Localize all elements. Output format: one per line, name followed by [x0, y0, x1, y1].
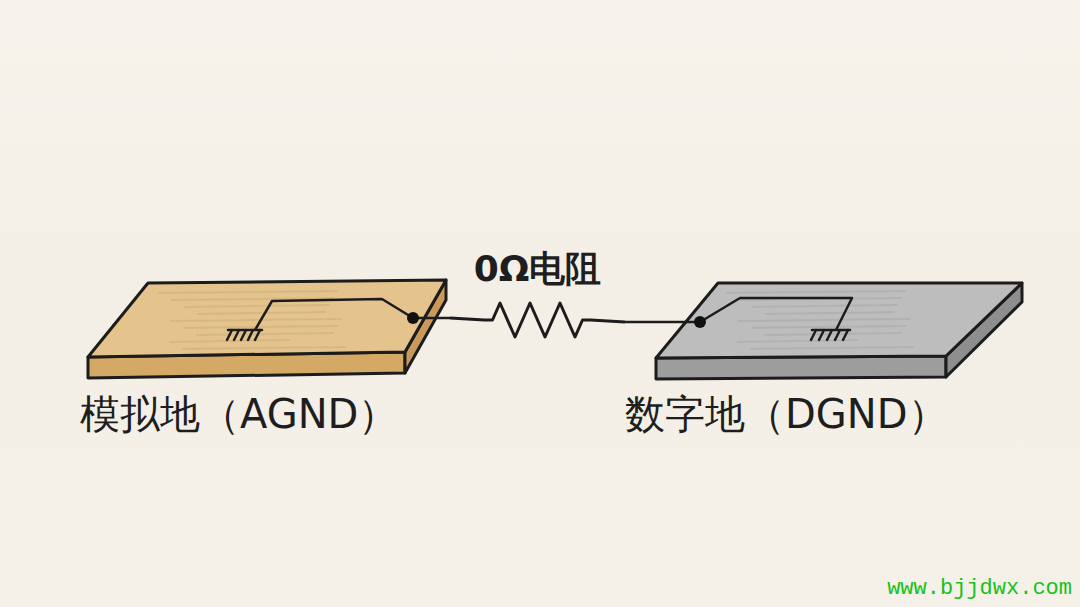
ground-trace [700, 298, 852, 330]
ground-symbol [227, 330, 262, 340]
plane-label: 数字地（DGND） [625, 392, 948, 436]
plate-texture [738, 319, 910, 321]
plate-texture [158, 291, 338, 293]
plate-texture [726, 291, 906, 293]
resistor-label: 0Ω电阻 [474, 249, 602, 289]
ground-trace [255, 299, 413, 330]
plate-texture [737, 340, 858, 342]
plate-top [656, 283, 1022, 358]
plate-top [88, 280, 446, 357]
plate-texture [182, 347, 346, 349]
plate-texture [184, 305, 330, 307]
ground-plane: 模拟地（AGND） [80, 270, 450, 450]
plate-texture [764, 333, 902, 335]
plate-texture [183, 326, 338, 328]
plate-texture [750, 347, 914, 349]
junction-dot [694, 316, 706, 328]
plate-texture [751, 326, 906, 328]
plate-texture [752, 305, 898, 307]
ground-symbol [811, 330, 850, 340]
plate-texture [169, 340, 290, 342]
plate-texture [170, 319, 342, 321]
plate-texture [765, 312, 894, 314]
plate-texture [197, 312, 326, 314]
watermark: www.bjjdwx.com [887, 576, 1072, 601]
ground-plane: 数字地（DGND） [625, 270, 1030, 450]
lead-wire [625, 321, 700, 324]
plate-front [656, 356, 946, 379]
junction-dot [407, 312, 419, 324]
plate-texture [196, 333, 334, 335]
resistor-symbol [450, 303, 625, 337]
plane-label: 模拟地（AGND） [80, 392, 398, 436]
